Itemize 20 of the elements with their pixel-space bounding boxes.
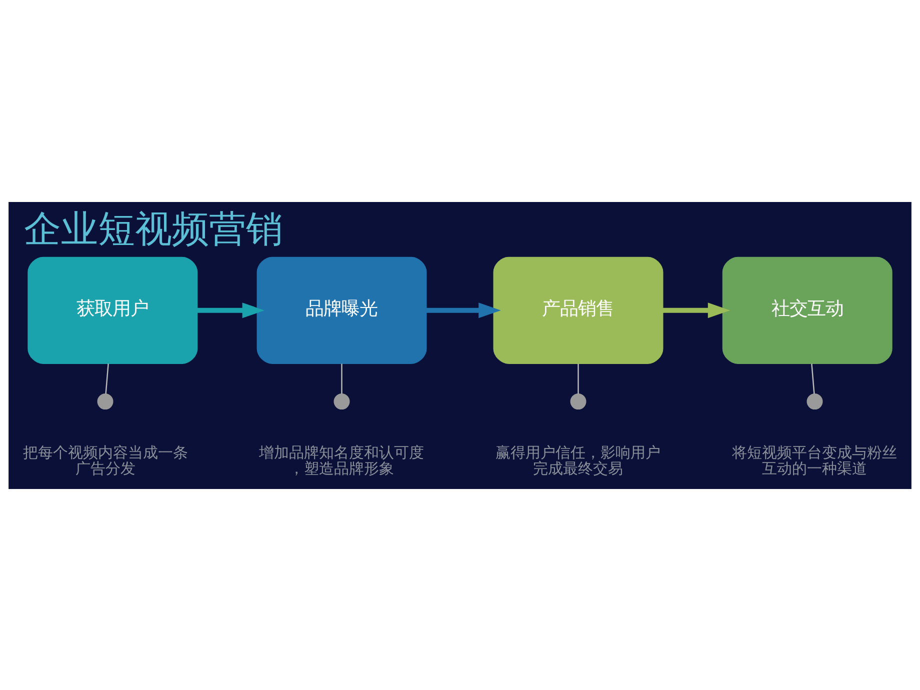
diagram-title: 企业短视频营销 [24, 206, 283, 250]
arrow [197, 302, 265, 318]
node-circle [570, 393, 586, 410]
node-label: 增加品牌知名度和认可度，塑造品牌形象 [259, 444, 424, 478]
node-circle [806, 393, 823, 410]
arrow [426, 302, 501, 318]
node-box: 品牌曝光 [256, 256, 427, 364]
node-label: 将短视频平台变成与粉丝互动的一种渠道 [732, 444, 898, 478]
connector [341, 363, 342, 394]
node-box: 产品销售 [493, 256, 664, 364]
node-circle [97, 393, 114, 410]
node-label: 把每个视频内容当成一条广告分发 [22, 444, 188, 478]
node-label: 赢得用户信任，影响用户完成最终交易 [496, 444, 661, 478]
arrow [662, 302, 730, 318]
connector [105, 363, 109, 394]
connector [811, 363, 815, 394]
connector [578, 363, 579, 394]
node-box: 获取用户 [28, 256, 198, 364]
node-box: 社交互动 [722, 256, 892, 364]
node-circle [334, 393, 350, 410]
